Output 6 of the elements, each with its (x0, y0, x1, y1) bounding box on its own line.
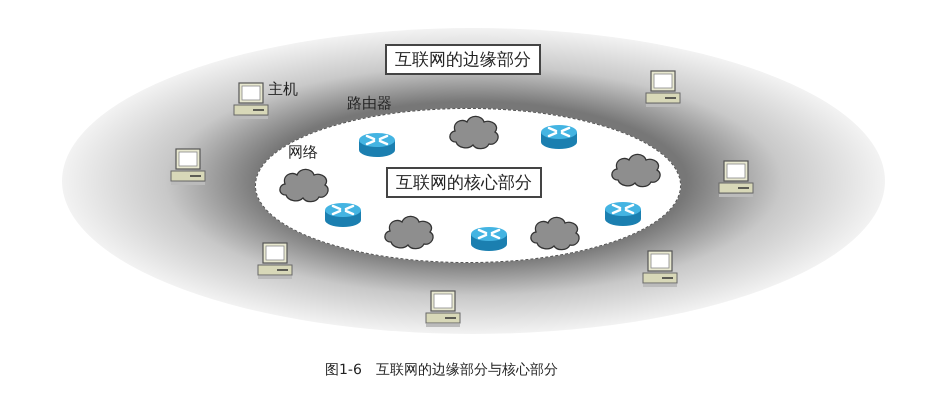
router-label: 路由器 (347, 94, 392, 113)
title-box: 互联网的边缘部分 (385, 44, 541, 75)
figure-caption: 图1-6 互联网的边缘部分与核心部分 (325, 361, 558, 379)
host-label: 主机 (268, 80, 298, 99)
title-box: 互联网的核心部分 (386, 167, 542, 198)
network-label: 网络 (288, 143, 318, 162)
